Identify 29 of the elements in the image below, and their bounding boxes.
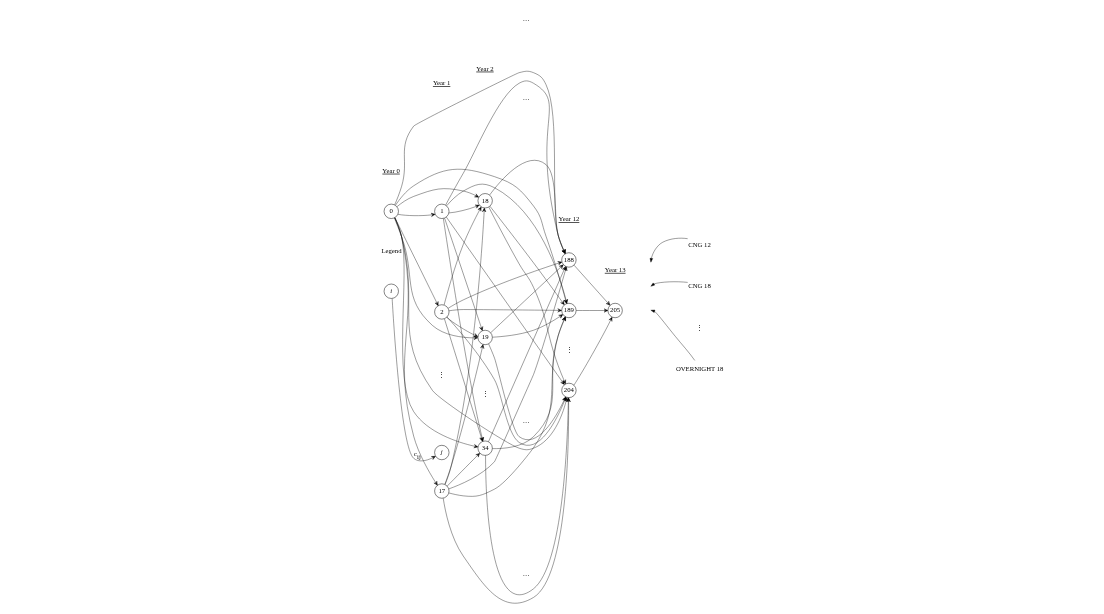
arrow (397, 213, 436, 217)
arrow (448, 204, 480, 214)
arrow (391, 298, 436, 462)
arrow (396, 188, 479, 207)
arrow (394, 217, 438, 486)
arrow (573, 264, 611, 306)
arrow (446, 183, 568, 304)
arrow (444, 217, 483, 331)
arrow (650, 281, 688, 287)
arrow (446, 216, 565, 385)
arrow (394, 71, 566, 254)
arrow (394, 217, 439, 306)
arrow (488, 206, 566, 385)
arrow (395, 169, 568, 304)
arrow (489, 160, 566, 254)
arrow (394, 217, 478, 340)
arrow (445, 80, 566, 254)
arrow (394, 217, 479, 449)
arrow (576, 308, 609, 313)
arrow (650, 309, 695, 361)
arrow (490, 264, 564, 333)
arrow (492, 314, 563, 338)
arrow (448, 261, 563, 309)
arrow (573, 316, 613, 386)
arrow (649, 238, 688, 263)
arrow (489, 206, 565, 305)
arrow (446, 453, 480, 487)
arrow (448, 308, 562, 313)
arrow (443, 206, 482, 306)
